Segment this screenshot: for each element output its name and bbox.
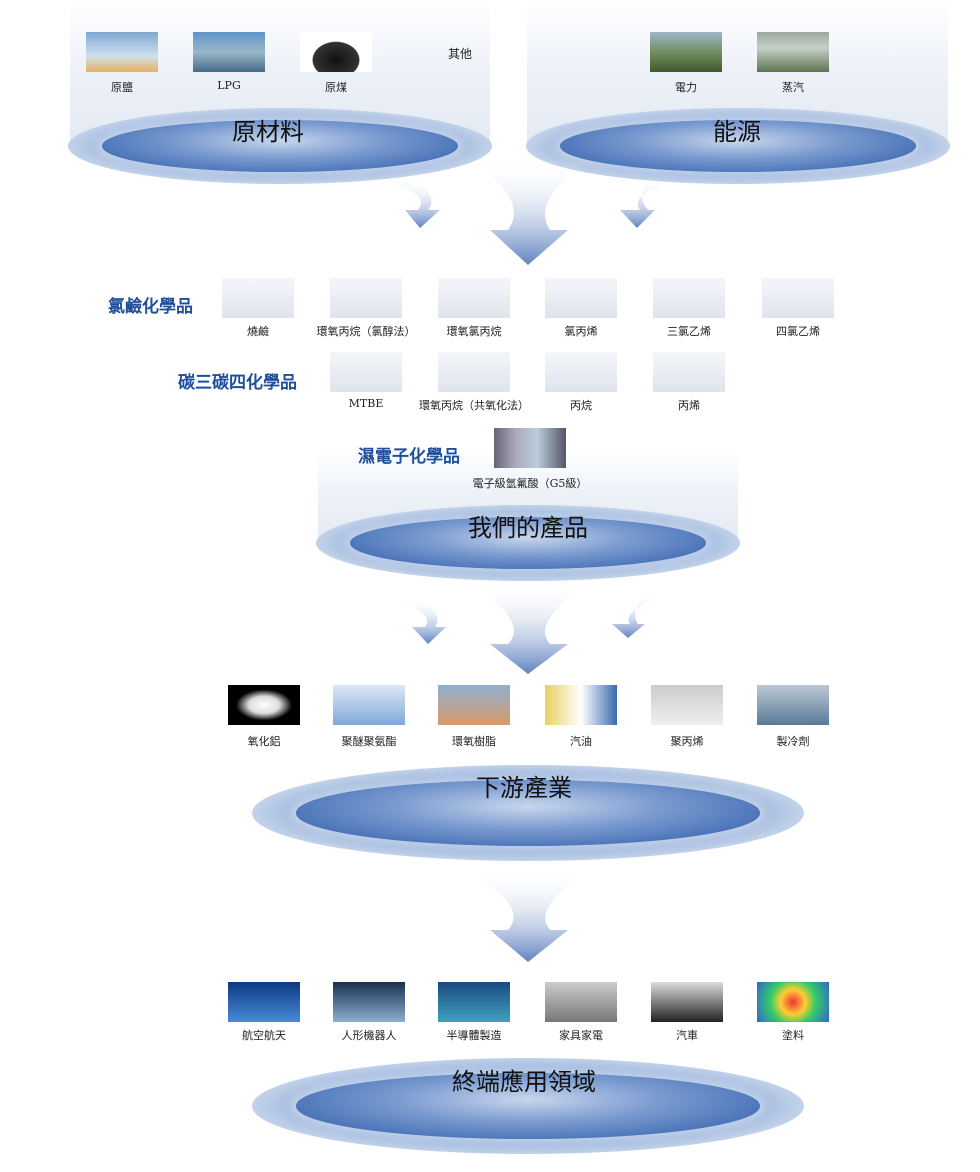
item-label: 航空航天 (242, 1029, 286, 1042)
item-label: 塗料 (782, 1029, 804, 1042)
item-label: 聚醚聚氨酯 (341, 735, 397, 748)
item-image (222, 278, 294, 318)
item-label: 半導體製造 (446, 1029, 502, 1042)
end-use-title: 終端應用領域 (452, 1068, 596, 1096)
wet-electronic-heading: 濕電子化學品 (358, 447, 460, 467)
item-image (438, 278, 510, 318)
item-image (757, 982, 829, 1022)
end-use-pedestal (252, 1058, 804, 1154)
item-label: 家具家電 (559, 1029, 603, 1042)
item-image (545, 982, 617, 1022)
item-image (228, 982, 300, 1022)
item-image (333, 685, 405, 725)
item-label: 丙烷 (570, 399, 592, 412)
arrow-down-icon (612, 594, 655, 638)
item-label: 電力 (675, 81, 697, 94)
item-image (330, 352, 402, 392)
arrow-down-icon (620, 178, 665, 228)
item-label: 汽油 (570, 735, 592, 748)
item-image (300, 32, 372, 72)
arrow-down-icon (470, 582, 590, 674)
item-label: 環氧樹脂 (452, 735, 496, 748)
item-image (193, 32, 265, 72)
item-image (438, 352, 510, 392)
item-image (438, 982, 510, 1022)
item-label: 三氯乙烯 (667, 325, 711, 338)
energy-title: 能源 (713, 118, 761, 146)
item-image (653, 278, 725, 318)
item-label: 聚丙烯 (670, 735, 704, 748)
item-label: LPG (217, 79, 241, 92)
item-image (86, 32, 158, 72)
other-label: 其他 (447, 47, 473, 61)
item-label: 四氯乙烯 (776, 325, 820, 338)
item-label: 氯丙烯 (564, 325, 598, 338)
item-image (757, 685, 829, 725)
item-image (545, 278, 617, 318)
arrows-to-downstream (400, 582, 655, 674)
chlor-alkali-heading: 氯鹼化學品 (108, 297, 193, 317)
item-label: 丙烯 (678, 399, 700, 412)
item-image (757, 32, 829, 72)
c3c4-heading: 碳三碳四化學品 (178, 373, 297, 393)
item-label: 人形機器人 (341, 1029, 397, 1042)
item-label: MTBE (348, 397, 384, 410)
item-label: 汽車 (676, 1029, 698, 1042)
item-image (494, 428, 566, 468)
arrows-to-products (395, 160, 665, 265)
energy-pedestal (526, 108, 950, 184)
arrow-to-end-use (465, 870, 595, 962)
item-label: 電子級氫氟酸（G5級） (472, 477, 588, 490)
item-label: 製冷劑 (776, 735, 810, 748)
products-pedestal (316, 505, 740, 581)
arrow-down-icon (465, 870, 595, 962)
item-image (228, 685, 300, 725)
item-image (651, 982, 723, 1022)
arrow-down-icon (470, 160, 590, 265)
item-image (650, 32, 722, 72)
item-label: 原煤 (325, 81, 347, 94)
item-image (438, 685, 510, 725)
arrow-down-icon (400, 597, 446, 644)
downstream-pedestal (252, 765, 804, 861)
item-label: 環氧氯丙烷 (446, 325, 502, 338)
item-image (330, 278, 402, 318)
raw-materials-pedestal (68, 108, 492, 184)
item-label: 原鹽 (111, 81, 133, 94)
item-image (545, 352, 617, 392)
item-image (653, 352, 725, 392)
item-label: 環氧丙烷（氯醇法） (316, 325, 416, 338)
item-label: 蒸汽 (782, 81, 804, 94)
raw-materials-title: 原材料 (232, 118, 304, 146)
item-label: 燒鹼 (247, 325, 269, 338)
item-label: 氧化鋁 (247, 735, 281, 748)
arrow-down-icon (395, 178, 440, 228)
item-image (762, 278, 834, 318)
item-image (333, 982, 405, 1022)
item-image (651, 685, 723, 725)
item-label: 環氧丙烷（共氧化法） (419, 399, 529, 412)
downstream-title: 下游產業 (476, 774, 572, 802)
item-image (545, 685, 617, 725)
products-title: 我們的產品 (468, 514, 588, 542)
